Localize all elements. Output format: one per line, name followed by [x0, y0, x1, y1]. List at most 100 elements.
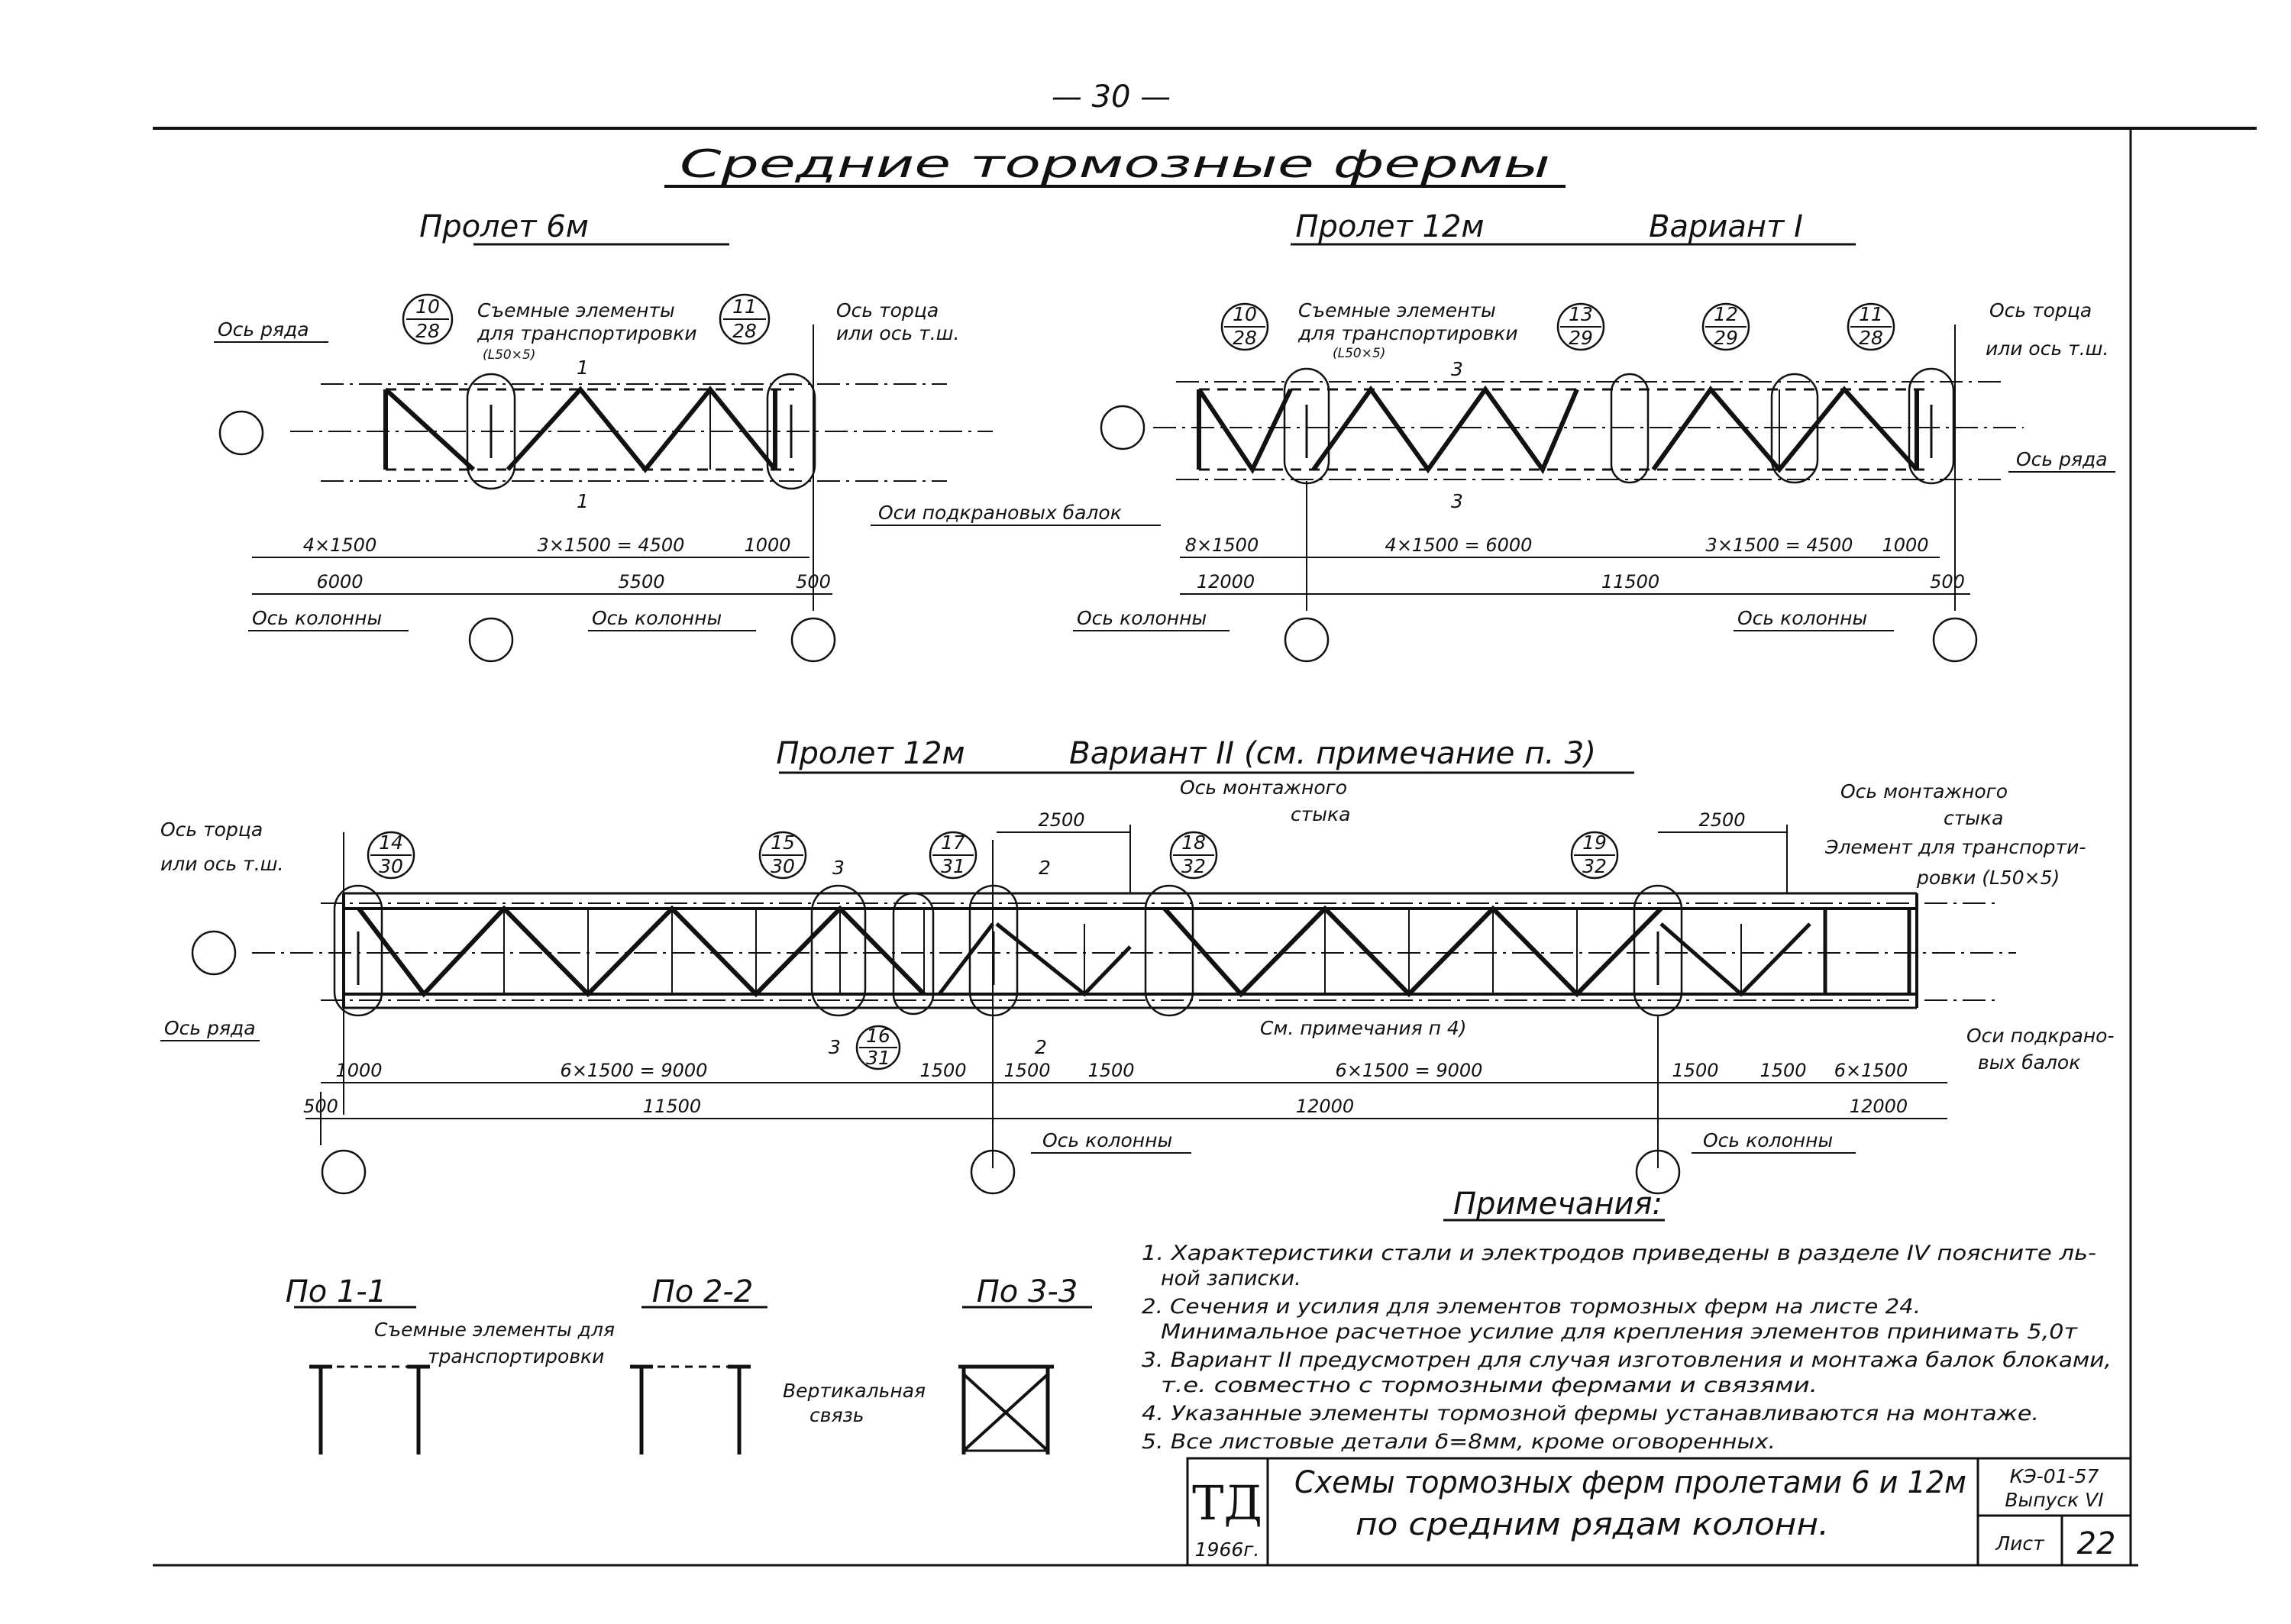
label-col-axis-b2: Ось колонны	[1737, 607, 1867, 629]
label-mount-joint-1b: стыка	[1291, 803, 1350, 825]
svg-text:1500: 1500	[1672, 1060, 1718, 1081]
title-block-code: КЭ-01-57	[2010, 1465, 2099, 1487]
svg-text:12000: 12000	[1296, 1096, 1354, 1117]
callout-12-29: 12 29	[1701, 302, 1750, 351]
label-for-transport: для транспортировки	[477, 322, 697, 344]
svg-text:10: 10	[1233, 303, 1257, 325]
svg-text:500: 500	[303, 1096, 338, 1117]
callout-15-30: 15 30	[758, 831, 807, 880]
svg-text:11500: 11500	[643, 1096, 701, 1117]
section-1-1-sketch	[309, 1364, 430, 1454]
title-block-title-2: по средним рядам колонн.	[1356, 1507, 1829, 1542]
col-axis-bubble-b2	[1932, 617, 1978, 663]
dimensions-12m-v2: 2500 2500 1000 6×1500 = 9000 1500 1500 1…	[303, 809, 1947, 1119]
svg-text:1500: 1500	[1003, 1060, 1050, 1081]
title-block: ТД 1966г. Схемы тормозных ферм пролетами…	[1186, 1457, 2132, 1567]
label-transport-el-2: ровки (L50×5)	[1916, 867, 2060, 889]
section-mark-1-bottom: 1	[577, 490, 589, 512]
panel-12m-v2-variant: Вариант II (см. примечание п. 3)	[1069, 736, 1596, 771]
callout-10-28-b: 10 28	[1220, 302, 1269, 351]
label-crane-axes-c1: Оси подкрано-	[1966, 1025, 2115, 1047]
svg-text:5500: 5500	[618, 571, 664, 592]
label-transport-el-1: Элемент для транспорти-	[1824, 836, 2086, 858]
section-mark-c3-top: 3	[832, 857, 845, 879]
col-axis-bubble-c2	[1635, 1149, 1681, 1195]
label-vertical-2: связь	[809, 1404, 864, 1426]
label-row-axis: Ось ряда	[218, 318, 309, 341]
section-2-2-sketch	[630, 1364, 751, 1454]
svg-text:6×1500: 6×1500	[1834, 1060, 1908, 1081]
label-crane-axes: Оси подкрановых балок	[878, 502, 1122, 524]
note-line-2: ной записки.	[1161, 1267, 1301, 1290]
svg-text:6×1500 = 9000: 6×1500 = 9000	[1336, 1060, 1483, 1081]
svg-text:1000: 1000	[1882, 534, 1928, 556]
svg-text:10: 10	[415, 295, 440, 318]
callout-10-28: 10 28	[402, 293, 454, 345]
label-mount-joint-2a: Ось монтажного	[1840, 780, 2008, 802]
note-line-1: 1. Характеристики стали и электродов при…	[1142, 1241, 2096, 1265]
svg-text:1500: 1500	[1087, 1060, 1134, 1081]
note-line-4: Минимальное расчетное усилие для креплен…	[1161, 1320, 2078, 1344]
label-col-axis-c2: Ось колонны	[1703, 1129, 1833, 1151]
col-axis-bubble-c0	[321, 1149, 367, 1195]
svg-text:12: 12	[1714, 303, 1738, 325]
label-vertical-1: Вертикальная	[783, 1380, 926, 1402]
label-row-axis-b: Ось ряда	[2016, 448, 2108, 470]
svg-text:28: 28	[732, 320, 757, 342]
svg-text:18: 18	[1181, 831, 1206, 854]
section-1-1-title: По 1-1	[286, 1274, 387, 1309]
svg-text:29: 29	[1714, 327, 1738, 349]
panel-6m-title: Пролет 6м	[419, 209, 589, 244]
svg-text:11: 11	[732, 295, 757, 318]
label-mount-joint-2b: стыка	[1944, 807, 2003, 829]
callout-18-32: 18 32	[1169, 831, 1218, 880]
svg-text:4×1500: 4×1500	[303, 534, 376, 556]
truss-12m-v2	[191, 825, 2016, 1168]
label-for-transport-b: для транспортировки	[1297, 322, 1518, 344]
label-end-axis-b2: или ось т.ш.	[1986, 337, 2108, 360]
callout-11-28-b: 11 28	[1847, 302, 1895, 351]
svg-text:6000: 6000	[316, 571, 363, 592]
section-mark-3-top: 3	[1451, 358, 1463, 380]
callout-19-32: 19 32	[1570, 831, 1619, 880]
section-mark-3-bottom: 3	[1451, 490, 1463, 512]
col-axis-bubble-b1	[1284, 617, 1330, 663]
section-3-3-sketch	[958, 1364, 1054, 1454]
section-2-2-title: По 2-2	[652, 1274, 754, 1309]
panel-12m-v1: Пролет 12м Вариант I Съемные элемен	[1073, 209, 2115, 663]
svg-text:28: 28	[1233, 327, 1257, 349]
svg-text:31: 31	[866, 1047, 890, 1069]
section-mark-c2-bottom: 2	[1035, 1036, 1047, 1058]
label-removable-s2: транспортировки	[428, 1345, 604, 1367]
svg-text:1000: 1000	[744, 534, 790, 556]
svg-text:3×1500 = 4500: 3×1500 = 4500	[1706, 534, 1853, 556]
svg-text:4×1500 = 6000: 4×1500 = 6000	[1385, 534, 1533, 556]
svg-text:1500: 1500	[1759, 1060, 1806, 1081]
note-line-8: 5. Все листовые детали δ=8мм, кроме огов…	[1142, 1430, 1776, 1454]
title-block-sheet-label: Лист	[1995, 1532, 2045, 1555]
panel-6m: Пролет 6м Ось ряда Съемные элементы для …	[214, 209, 1161, 663]
label-end-axis-b1: Ось торца	[1989, 299, 2092, 321]
svg-text:11500: 11500	[1601, 571, 1659, 592]
svg-text:30: 30	[771, 855, 795, 877]
title-block-logo: ТД	[1192, 1475, 1262, 1531]
label-angle-b: (L50×5)	[1333, 346, 1385, 361]
svg-text:11: 11	[1859, 303, 1883, 325]
svg-text:28: 28	[1859, 327, 1883, 349]
title-block-issue: Выпуск VI	[2005, 1489, 2103, 1511]
row-axis-bubble	[218, 410, 264, 456]
col-axis-bubble-1	[468, 617, 514, 663]
label-removable-s1: Съемные элементы для	[374, 1319, 615, 1341]
svg-text:500: 500	[1930, 571, 1965, 592]
svg-text:30: 30	[379, 855, 403, 877]
section-3-3-title: По 3-3	[977, 1274, 1078, 1309]
panel-12m-v2: Пролет 12м Вариант II (см. примечание п.…	[160, 736, 2115, 1195]
label-end-axis-c2: или ось т.ш.	[160, 853, 283, 875]
dimensions-12m-v1: 8×1500 4×1500 = 6000 3×1500 = 4500 1000 …	[1180, 534, 1970, 595]
note-line-7: 4. Указанные элементы тормозной фермы ус…	[1142, 1402, 2039, 1425]
panel-12m-v1-title: Пролет 12м	[1295, 209, 1484, 244]
title-block-year: 1966г.	[1195, 1538, 1260, 1561]
panel-12m-v2-title: Пролет 12м	[776, 736, 965, 771]
label-row-axis-c: Ось ряда	[164, 1017, 256, 1039]
